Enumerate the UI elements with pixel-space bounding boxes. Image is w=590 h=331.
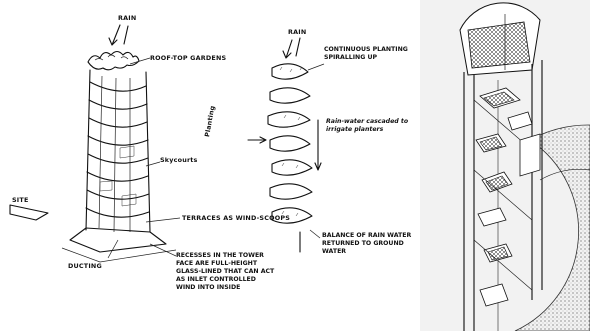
spiral-rain-label: RAIN xyxy=(288,28,306,36)
ducting-label: DUCTING xyxy=(68,262,102,270)
recess-note: RECESSES IN THE TOWER FACE ARE FULL-HEIG… xyxy=(176,252,276,322)
balance-note: BALANCE OF RAIN WATER RETURNED TO GROUND… xyxy=(322,232,412,282)
roof-garden-label: ROOF-TOP GARDENS xyxy=(150,54,226,62)
isometric-cutaway-panel xyxy=(420,0,590,331)
concept-sketch-drawing: RAIN ROOF-TOP GARDENS Skycourts TERRACES… xyxy=(0,0,420,331)
continuous-note: CONTINUOUS PLANTING SPIRALLING UP xyxy=(324,46,414,86)
roof-grille-shape xyxy=(468,22,530,68)
concept-sketch-panel: RAIN ROOF-TOP GARDENS Skycourts TERRACES… xyxy=(0,0,420,331)
rainwater-note: Rain-water cascaded to irrigate planters xyxy=(326,118,410,166)
tower-rain-label: RAIN xyxy=(118,14,136,22)
site-label: SITE xyxy=(12,196,29,204)
isometric-tower-drawing xyxy=(420,0,590,331)
planting-label: Planting xyxy=(203,105,216,138)
skycourts-label: Skycourts xyxy=(160,156,198,164)
